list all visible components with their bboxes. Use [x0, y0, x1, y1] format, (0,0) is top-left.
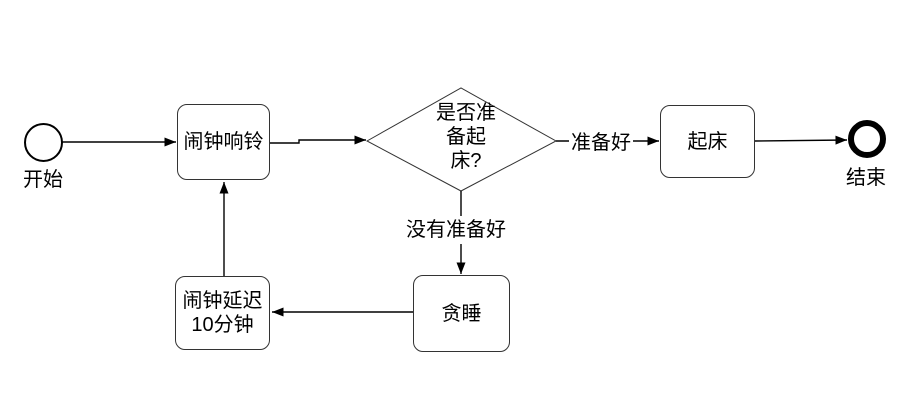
- start-event-label: 开始: [23, 169, 63, 191]
- task-alarm-rings: 闹钟响铃: [177, 104, 270, 180]
- decision-label-line2: 备起: [446, 126, 486, 148]
- task-get-up-label: 起床: [687, 130, 728, 153]
- task-get-up: 起床: [660, 105, 755, 178]
- task-delay-alarm: 闹钟延迟 10分钟: [175, 276, 270, 350]
- task-snooze-label: 贪睡: [441, 302, 482, 325]
- decision-label-line3: 床?: [450, 150, 482, 172]
- connector-alarm-to-decision: [270, 135, 366, 145]
- task-delay-alarm-line1: 闹钟延迟: [182, 290, 263, 312]
- edge-label-ready: 准备好: [569, 129, 633, 157]
- task-snooze: 贪睡: [413, 275, 510, 352]
- task-alarm-rings-label: 闹钟响铃: [183, 131, 264, 153]
- decision-gateway-label: 是否准 备起 床?: [402, 101, 530, 173]
- connector-getup-to-end: [754, 135, 848, 145]
- end-event-circle: [848, 120, 886, 158]
- decision-label-line1: 是否准: [436, 102, 496, 124]
- end-event-label: 结束: [846, 167, 886, 189]
- task-delay-alarm-line2: 10分钟: [191, 314, 254, 336]
- edge-label-not-ready: 没有准备好: [404, 216, 508, 244]
- start-event-circle: [24, 123, 63, 162]
